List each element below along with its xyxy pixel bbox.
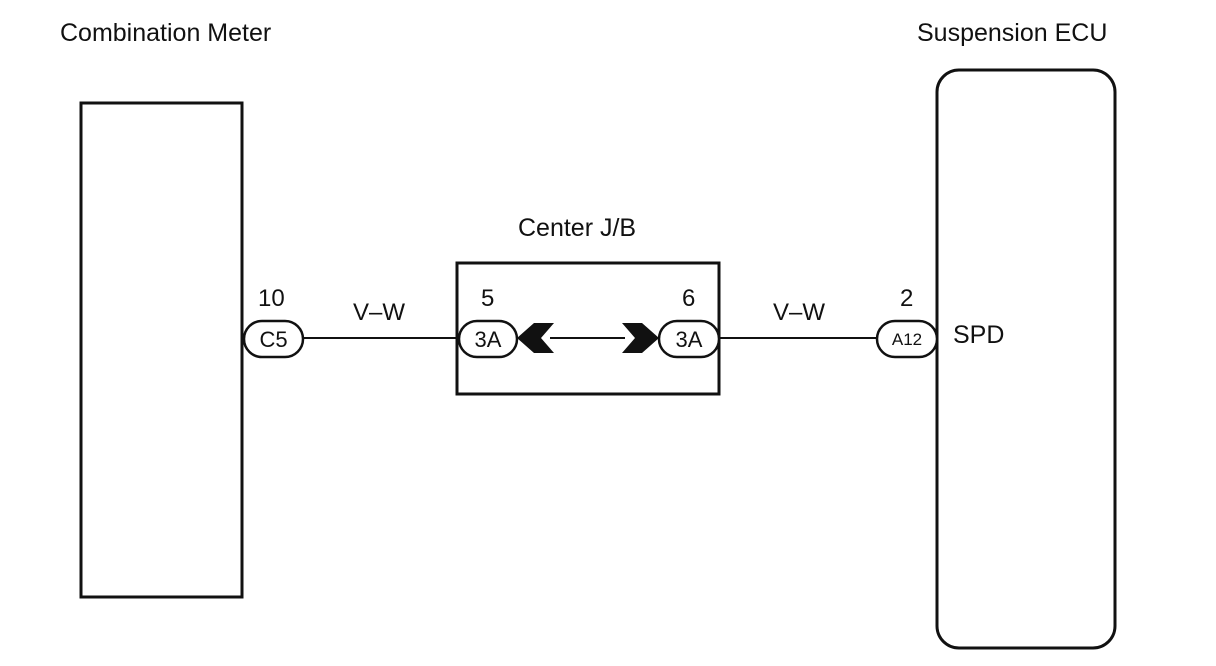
a12-connector-code: A12 [892,330,922,349]
a12-connector [875,319,939,359]
ecu-terminal-spd: SPD [953,321,1004,349]
wire-left-color: V–W [353,299,405,326]
suspension-ecu-title: Suspension ECU [917,19,1107,47]
jb-in-pin-number: 5 [481,285,494,312]
jb-out-connector [657,319,721,359]
c5-connector [242,319,305,359]
jb-out-arrow-icon [622,323,659,353]
combination-meter-title: Combination Meter [60,19,271,47]
combination-meter-box [79,101,244,599]
suspension-ecu-box [935,68,1117,650]
a12-pin-number: 2 [900,285,913,312]
center-jb-title: Center J/B [518,214,636,242]
c5-connector-code: C5 [259,327,287,352]
wire-right-color: V–W [773,299,825,326]
center-jb-box [455,261,721,396]
jb-in-connector-code: 3A [475,327,502,352]
jb-in-connector [457,319,519,359]
jb-in-arrow-icon [517,323,554,353]
c5-pin-number: 10 [258,285,285,312]
jb-out-connector-code: 3A [676,327,703,352]
jb-out-pin-number: 6 [682,285,695,312]
